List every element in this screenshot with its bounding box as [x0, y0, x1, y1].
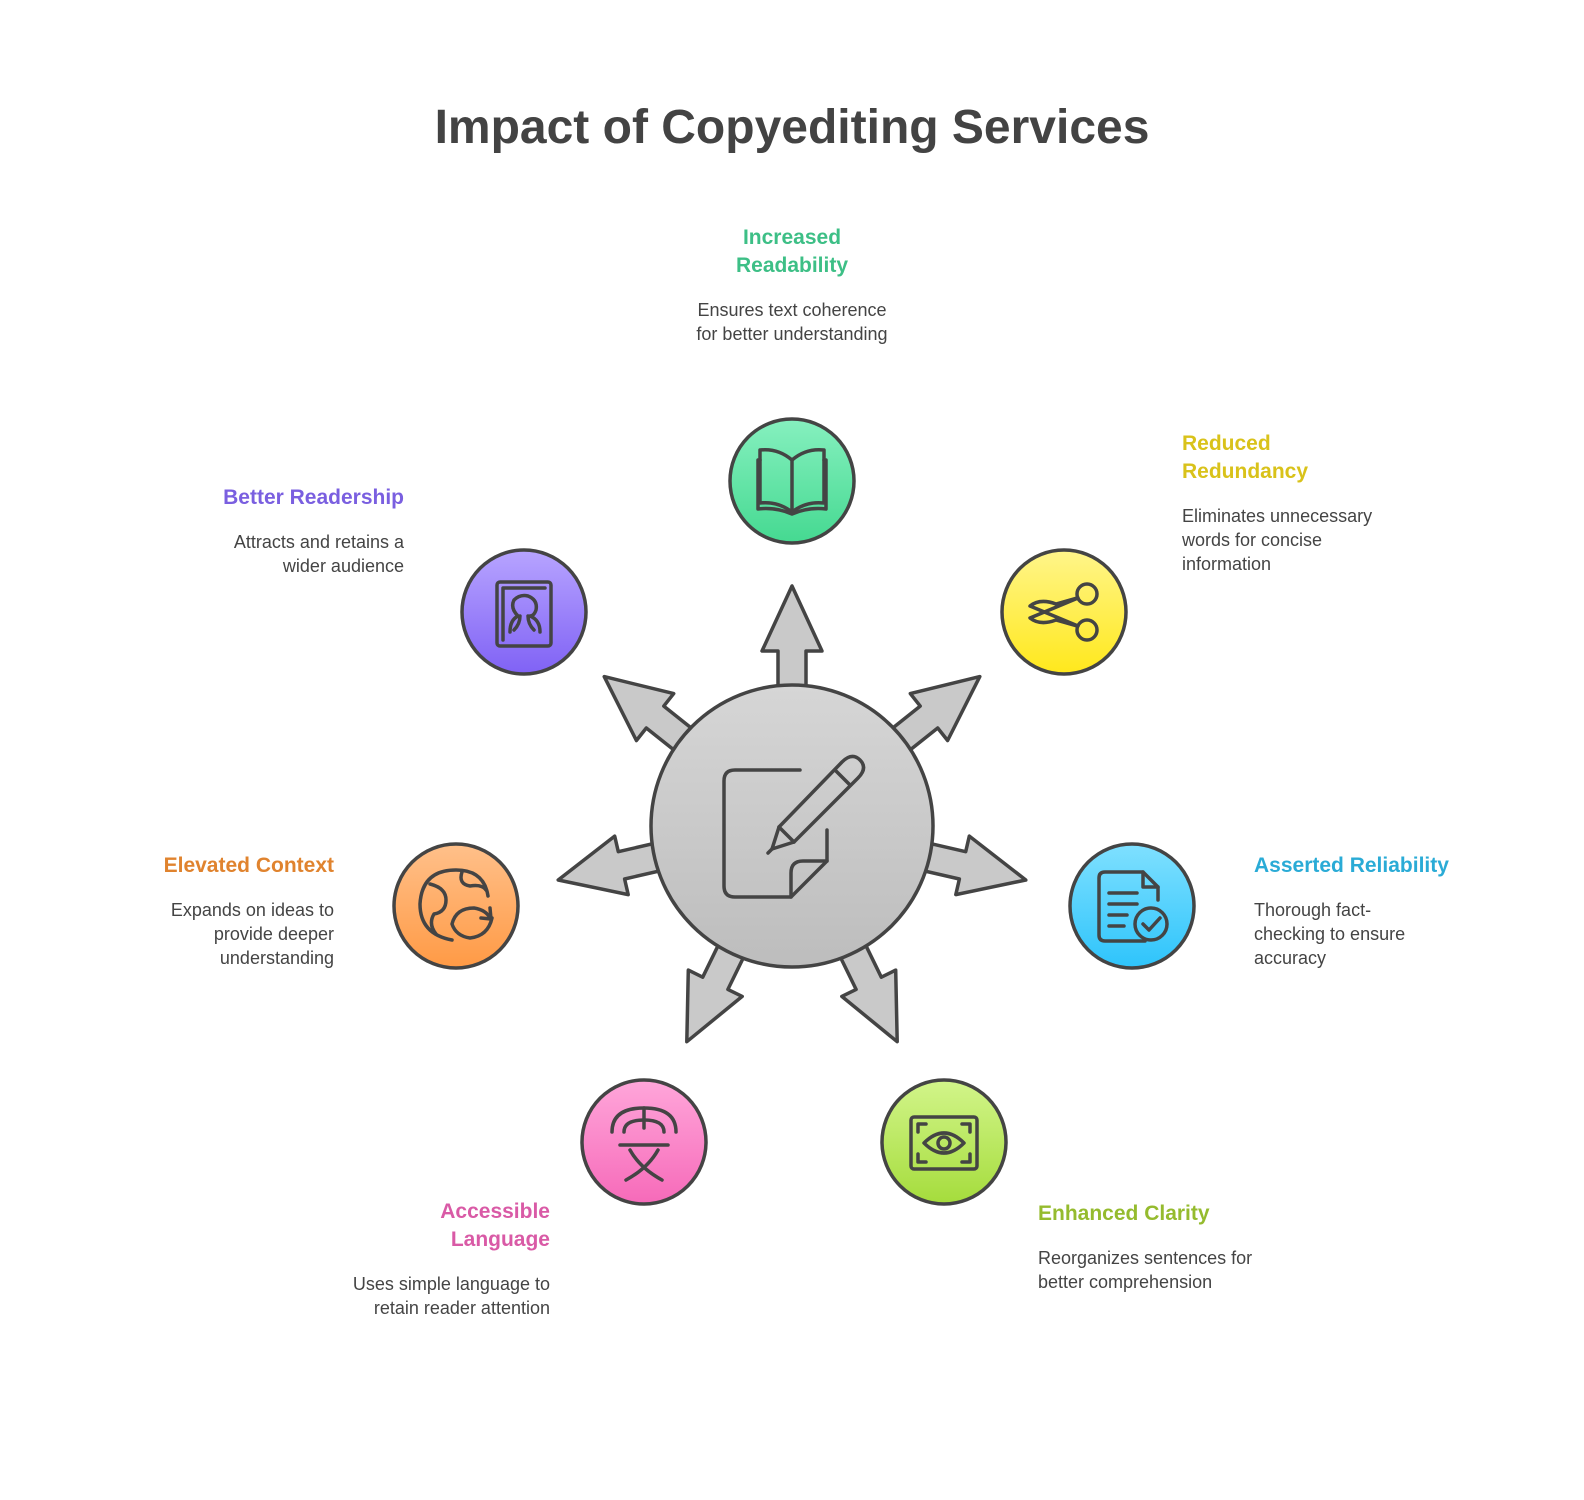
- node-accessible-language: [580, 1078, 708, 1206]
- node-title: Increased Readability: [735, 226, 849, 277]
- reader-profile-icon: [495, 580, 553, 648]
- page-title: Impact of Copyediting Services: [434, 101, 1150, 154]
- node-circle: [1000, 548, 1128, 676]
- node-description: Expands on ideas to provide deeper under…: [170, 900, 334, 968]
- node-title: Elevated Context: [163, 854, 334, 877]
- open-book-icon: [756, 447, 828, 516]
- node-asserted-reliability: [1068, 842, 1196, 970]
- label-enhanced-clarity: Enhanced Clarity Reorganizes sentences f…: [1038, 1200, 1278, 1294]
- node-description: Attracts and retains a wider audience: [233, 532, 404, 576]
- edit-document-icon: [722, 754, 866, 899]
- verified-document-icon: [1097, 870, 1169, 943]
- label-asserted-reliability: Asserted Reliability Thorough fact-check…: [1254, 852, 1494, 970]
- node-title: Asserted Reliability: [1254, 854, 1449, 877]
- node-description: Uses simple language to retain reader at…: [352, 1274, 550, 1318]
- label-accessible-language: Accessible Language Uses simple language…: [310, 1198, 550, 1320]
- node-title: Reduced Redundancy: [1182, 432, 1309, 483]
- node-elevated-context: [392, 842, 520, 970]
- node-circle: [580, 1078, 708, 1206]
- node-circle: [392, 842, 520, 970]
- node-circle: [880, 1078, 1008, 1206]
- node-increased-readability: [728, 417, 856, 545]
- node-circle: [460, 548, 588, 676]
- label-increased-readability: Increased Readability Ensures text coher…: [672, 224, 912, 346]
- node-reduced-redundancy: [1000, 548, 1128, 676]
- label-reduced-redundancy: Reduced Redundancy Eliminates unnecessar…: [1182, 430, 1422, 576]
- scissors-icon: [1028, 582, 1099, 642]
- translate-icon: [610, 1106, 678, 1182]
- label-better-readership: Better Readership Attracts and retains a…: [164, 484, 404, 578]
- node-description: Ensures text coherence for better unders…: [696, 300, 888, 344]
- node-description: Eliminates unnecessary words for concise…: [1182, 506, 1373, 574]
- center-hub: [649, 683, 935, 969]
- node-title: Better Readership: [223, 486, 404, 509]
- node-title: Enhanced Clarity: [1038, 1202, 1210, 1225]
- label-elevated-context: Elevated Context Expands on ideas to pro…: [94, 852, 334, 970]
- node-enhanced-clarity: [880, 1078, 1008, 1206]
- eye-focus-icon: [909, 1115, 979, 1171]
- center-circle: [649, 683, 935, 969]
- globe-refresh-icon: [418, 868, 494, 942]
- node-better-readership: [460, 548, 588, 676]
- node-description: Thorough fact-checking to ensure accurac…: [1254, 900, 1406, 968]
- node-circle: [1068, 842, 1196, 970]
- node-title: Accessible Language: [440, 1200, 550, 1251]
- node-description: Reorganizes sentences for better compreh…: [1038, 1248, 1253, 1292]
